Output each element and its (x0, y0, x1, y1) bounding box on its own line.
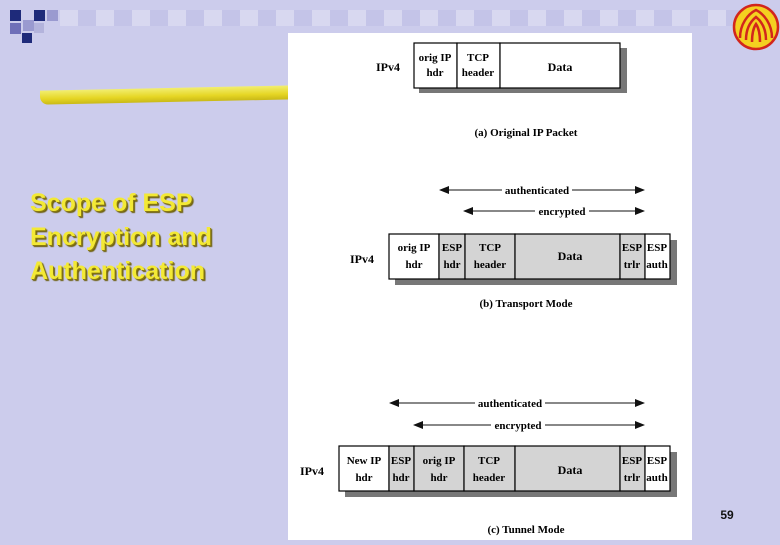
caption-b: (b) Transport Mode (479, 298, 572, 310)
arrow-label-bg (475, 396, 545, 409)
field-data (514, 233, 621, 280)
field-new-ip-hdr (338, 445, 390, 492)
slide-title: Scope of ESP Encryption and Authenticati… (30, 186, 280, 288)
field-label: header (473, 472, 506, 484)
field-label: ESP (442, 242, 462, 254)
field-esp-hdr (388, 445, 415, 492)
corner-square-mid (10, 23, 21, 34)
field-label: hdr (443, 259, 460, 271)
field-label: hdr (392, 472, 409, 484)
field-esp-auth (644, 233, 671, 280)
title-line: Authentication (30, 257, 205, 285)
field-label: New IP (347, 455, 382, 467)
field-tcp-header (463, 445, 516, 492)
field-label: orig IP (419, 52, 452, 64)
row-label-ipv4-b: IPv4 (350, 252, 374, 266)
row-label-ipv4-c: IPv4 (300, 464, 324, 478)
corner-square-dark (34, 10, 45, 21)
field-label: TCP (467, 52, 489, 64)
field-label: trlr (624, 259, 641, 271)
field-tcp-header (456, 42, 501, 89)
field-label: Data (558, 249, 583, 263)
field-label: ESP (391, 455, 411, 467)
field-label: ESP (622, 242, 642, 254)
field-label: Data (558, 463, 583, 477)
corner-square-dark (10, 10, 21, 21)
field-tcp-header (464, 233, 516, 280)
field-label: hdr (430, 472, 447, 484)
field-esp-trlr (619, 233, 646, 280)
title-line: Encryption and (30, 223, 212, 251)
field-orig-ip-hdr (413, 445, 465, 492)
field-label: TCP (478, 455, 500, 467)
field-label: TCP (479, 242, 501, 254)
authenticated-label: authenticated (478, 398, 542, 410)
corner-square-dark (22, 33, 32, 43)
row-label-ipv4-a: IPv4 (376, 60, 400, 74)
logo-icon (732, 3, 780, 51)
field-label: hdr (426, 67, 443, 79)
field-esp-trlr (619, 445, 646, 492)
field-orig-ip-hdr (388, 233, 440, 280)
corner-square-light (47, 10, 58, 21)
corner-square-light (23, 20, 34, 31)
field-label: header (474, 259, 507, 271)
arrow-label-bg (502, 183, 572, 196)
field-label: trlr (624, 472, 641, 484)
encrypted-label: encrypted (538, 206, 585, 218)
corner-square-light (34, 23, 44, 33)
field-label: orig IP (398, 242, 431, 254)
field-label: hdr (355, 472, 372, 484)
field-data (499, 42, 621, 89)
title-line: Scope of ESP (30, 189, 193, 217)
arrow-label-bg (535, 204, 589, 217)
encrypted-label: encrypted (494, 420, 541, 432)
title-underline-brush (40, 85, 295, 105)
field-orig-ip-hdr (413, 42, 458, 89)
esp-scope-diagram: IPv4 orig IP hdr TCP header Data (a) Ori… (300, 42, 677, 536)
field-label: auth (646, 259, 667, 271)
arrow-label-bg (491, 418, 545, 431)
page-number: 59 (720, 508, 734, 522)
field-label: ESP (622, 455, 642, 467)
field-esp-hdr (438, 233, 466, 280)
caption-a: (a) Original IP Packet (475, 127, 578, 139)
field-label: ESP (647, 455, 667, 467)
field-label: hdr (405, 259, 422, 271)
field-label: Data (548, 60, 573, 74)
field-label: ESP (647, 242, 667, 254)
header-band (60, 10, 775, 26)
diagram-panel: IPv4 orig IP hdr TCP header Data (a) Ori… (288, 33, 692, 540)
field-label: auth (646, 472, 667, 484)
field-label: orig IP (423, 455, 456, 467)
field-esp-auth (644, 445, 671, 492)
authenticated-label: authenticated (505, 185, 569, 197)
field-label: header (462, 67, 495, 79)
caption-c: (c) Tunnel Mode (487, 524, 564, 536)
